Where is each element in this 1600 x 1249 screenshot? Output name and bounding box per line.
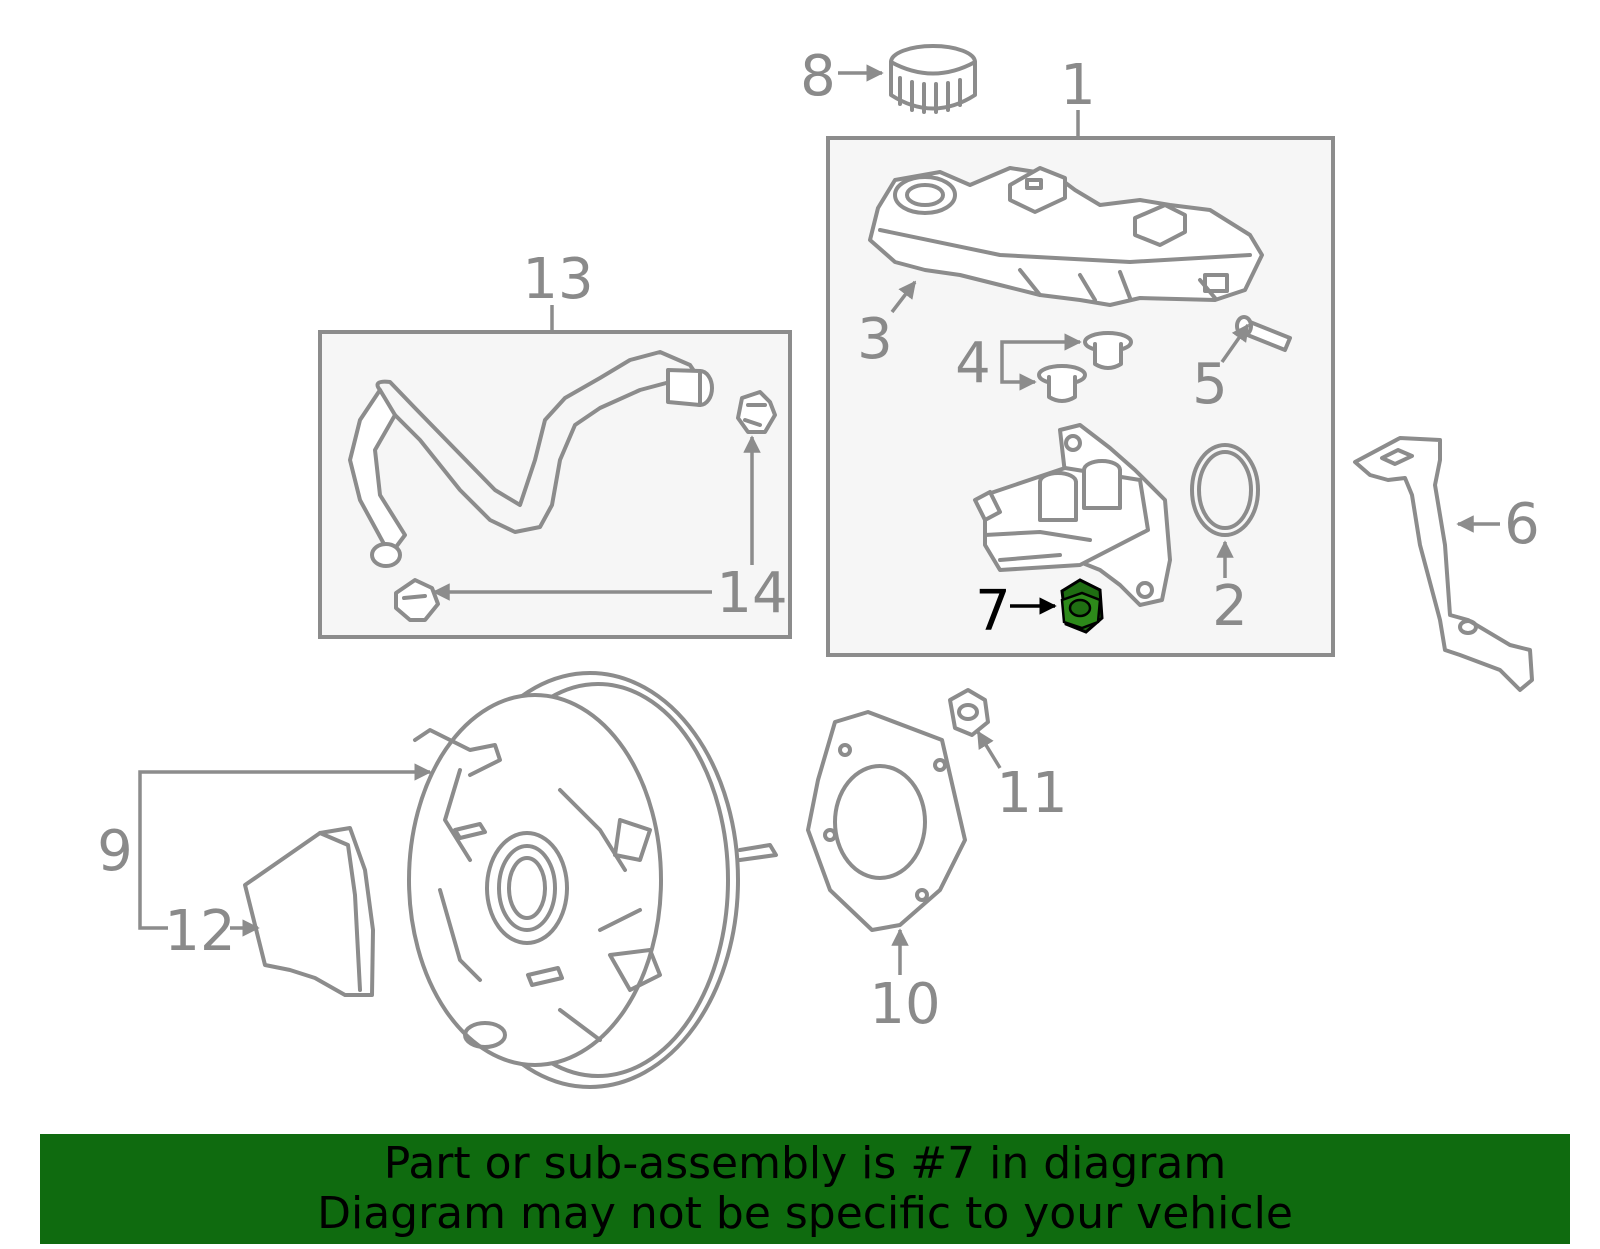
leader-3 [890, 280, 917, 314]
callout-1: 1 [1060, 53, 1096, 118]
nut-part-7-highlighted [1060, 578, 1104, 634]
leader-5 [1220, 323, 1250, 364]
callout-3: 3 [857, 307, 893, 372]
callout-13: 13 [522, 247, 593, 312]
reservoir-part-3 [868, 166, 1264, 307]
callout-6: 6 [1504, 492, 1540, 557]
brake-booster-part-9 [407, 671, 778, 1089]
banner-line-disclaimer: Diagram may not be specific to your vehi… [317, 1188, 1293, 1239]
nut-part-11 [948, 688, 990, 737]
vacuum-hose-part-13 [348, 350, 714, 568]
callout-11: 11 [996, 761, 1067, 826]
callout-10: 10 [869, 972, 940, 1037]
clip-part-14 [394, 390, 777, 622]
banner-line-part-note: Part or sub-assembly is #7 in diagram [383, 1138, 1227, 1189]
callout-8: 8 [800, 44, 836, 109]
leader-11 [976, 730, 1002, 769]
info-banner: Part or sub-assembly is #7 in diagram Di… [40, 1134, 1570, 1244]
callout-4: 4 [955, 331, 991, 396]
callout-2: 2 [1212, 574, 1248, 639]
master-cylinder [973, 423, 1172, 607]
callout-7-highlighted: 7 [975, 579, 1011, 644]
leader-9 [138, 763, 432, 852]
seal-part-2 [1190, 443, 1260, 537]
boot-part-12 [243, 826, 375, 997]
leader-4 [1000, 333, 1082, 364]
callout-12: 12 [164, 899, 235, 964]
bracket-part-6 [1353, 436, 1534, 692]
callout-9: 9 [97, 819, 133, 884]
gasket-part-10 [806, 710, 967, 932]
callout-14: 14 [716, 561, 787, 626]
grommet-part-4 [1037, 331, 1133, 403]
reservoir-cap-part-8 [889, 44, 977, 114]
callout-5: 5 [1192, 352, 1228, 417]
